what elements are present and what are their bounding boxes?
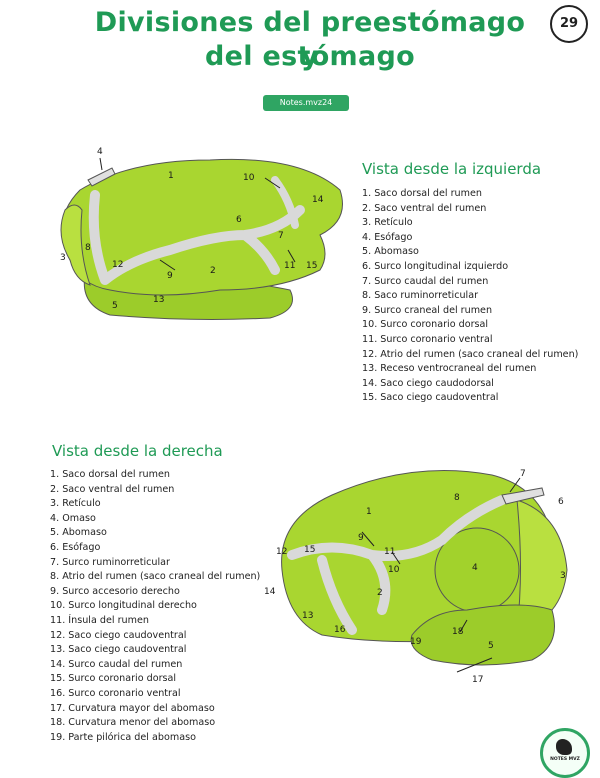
left-item-12: 12. Atrio del rumen (saco craneal del ru… (362, 348, 579, 360)
right-label-13: 13 (302, 611, 313, 621)
right-label-9: 9 (358, 533, 364, 543)
right-item-6: 6. Esófago (50, 541, 101, 553)
left-item-6: 6. Surco longitudinal izquierdo (362, 260, 509, 272)
right-label-18: 18 (452, 627, 464, 637)
left-label-6: 6 (236, 215, 242, 225)
left-item-3: 3. Retículo (362, 217, 413, 229)
right-item-7: 7. Surco ruminorreticular (50, 556, 170, 568)
left-label-12: 12 (112, 260, 123, 270)
left-item-14: 14. Saco ciego caudodorsal (362, 377, 494, 389)
right-item-18: 18. Curvatura menor del abomaso (50, 717, 216, 729)
right-item-3: 3. Retículo (50, 498, 101, 510)
left-item-1: 1. Saco dorsal del rumen (362, 188, 482, 199)
right-label-6: 6 (558, 497, 564, 507)
left-item-5: 5. Abomaso (362, 246, 419, 258)
logo-head-icon (556, 739, 572, 755)
left-label-7: 7 (278, 231, 284, 241)
right-item-12: 12. Saco ciego caudoventral (50, 629, 187, 641)
left-label-1: 1 (168, 171, 174, 181)
esophagus-shape (87, 167, 116, 187)
right-view-heading: Vista desde la derecha (52, 442, 223, 460)
right-item-11: 11. Ínsula del rumen (50, 614, 149, 626)
brand-logo: NOTES MVZ (540, 728, 590, 778)
right-item-14: 14. Surco caudal del rumen (50, 658, 183, 670)
right-item-13: 13. Saco ciego caudoventral (50, 644, 187, 656)
right-item-4: 4. Omaso (50, 512, 96, 524)
stomach-right-view-illustration: 1 2 3 4 5 6 7 8 9 10 11 12 13 14 15 16 1… (264, 469, 568, 685)
right-label-14: 14 (264, 587, 276, 597)
left-label-11: 11 (284, 261, 295, 271)
right-label-7: 7 (520, 469, 526, 479)
reticulum-shape (60, 204, 91, 286)
right-label-12: 12 (276, 547, 287, 557)
right-item-15: 15. Surco coronario dorsal (50, 673, 177, 685)
right-item-8: 8. Atrio del rumen (saco craneal del rum… (50, 571, 261, 583)
left-item-7: 7. Surco caudal del rumen (362, 275, 489, 287)
right-view-legend: 1. Saco dorsal del rumen 2. Saco ventral… (50, 468, 260, 745)
right-label-16: 16 (334, 625, 346, 635)
right-item-9: 9. Surco accesorio derecho (50, 585, 180, 597)
right-label-4: 4 (472, 563, 478, 573)
right-label-17: 17 (472, 675, 483, 685)
right-label-1: 1 (366, 507, 372, 517)
groove-longitudinal (88, 190, 305, 285)
page-title: Divisiones del preestómago y (94, 7, 526, 72)
left-item-2: 2. Saco ventral del rumen (362, 202, 487, 214)
left-item-4: 4. Esófago (362, 231, 413, 243)
left-item-10: 10. Surco coronario dorsal (362, 319, 489, 331)
logo-text: NOTES MVZ (550, 757, 580, 762)
right-label-3: 3 (560, 571, 566, 581)
page-number: 29 (550, 5, 588, 43)
left-item-8: 8. Saco ruminorreticular (362, 290, 479, 302)
left-label-8: 8 (85, 243, 91, 253)
right-item-2: 2. Saco ventral del rumen (50, 483, 175, 495)
stomach-left-view-illustration: 1 2 3 4 5 6 7 8 9 10 11 12 13 14 15 (60, 147, 343, 320)
right-item-1: 1. Saco dorsal del rumen (50, 469, 170, 480)
left-label-5: 5 (112, 301, 118, 311)
left-label-4: 4 (97, 147, 103, 157)
right-item-10: 10. Surco longitudinal derecho (50, 600, 197, 612)
left-label-15: 15 (306, 261, 317, 271)
groove-dorsal-coronary (271, 176, 299, 229)
left-item-13: 13. Receso ventrocraneal del rumen (362, 363, 537, 375)
abomasum-right-shape (410, 604, 555, 666)
left-label-13: 13 (153, 295, 164, 305)
page-title-line2: del estómago (205, 41, 415, 72)
left-view-legend: 1. Saco dorsal del rumen 2. Saco ventral… (362, 187, 578, 406)
right-label-8: 8 (454, 493, 460, 503)
left-item-11: 11. Surco coronario ventral (362, 333, 493, 345)
left-label-9: 9 (167, 271, 173, 281)
right-item-16: 16. Surco coronario ventral (50, 687, 181, 699)
left-label-2: 2 (210, 266, 216, 276)
right-label-5: 5 (488, 641, 494, 651)
groove-right-longitudinal (287, 495, 507, 635)
left-label-14: 14 (312, 195, 324, 205)
right-item-19: 19. Parte pilórica del abomaso (50, 731, 196, 743)
right-label-15: 15 (304, 545, 315, 555)
left-label-10: 10 (243, 173, 255, 183)
right-label-2: 2 (377, 588, 383, 598)
author-badge: Notes.mvz24 (263, 95, 349, 111)
right-label-11: 11 (384, 547, 395, 557)
right-label-19: 19 (410, 637, 422, 647)
right-item-5: 5. Abomaso (50, 527, 107, 539)
esophagus-right-shape (501, 487, 545, 505)
right-item-17: 17. Curvatura mayor del abomaso (50, 702, 215, 714)
left-label-3: 3 (60, 253, 66, 263)
left-item-15: 15. Saco ciego caudoventral (362, 392, 499, 404)
left-view-heading: Vista desde la izquierda (362, 160, 542, 178)
right-label-10: 10 (388, 565, 400, 575)
left-item-9: 9. Surco craneal del rumen (362, 304, 493, 316)
